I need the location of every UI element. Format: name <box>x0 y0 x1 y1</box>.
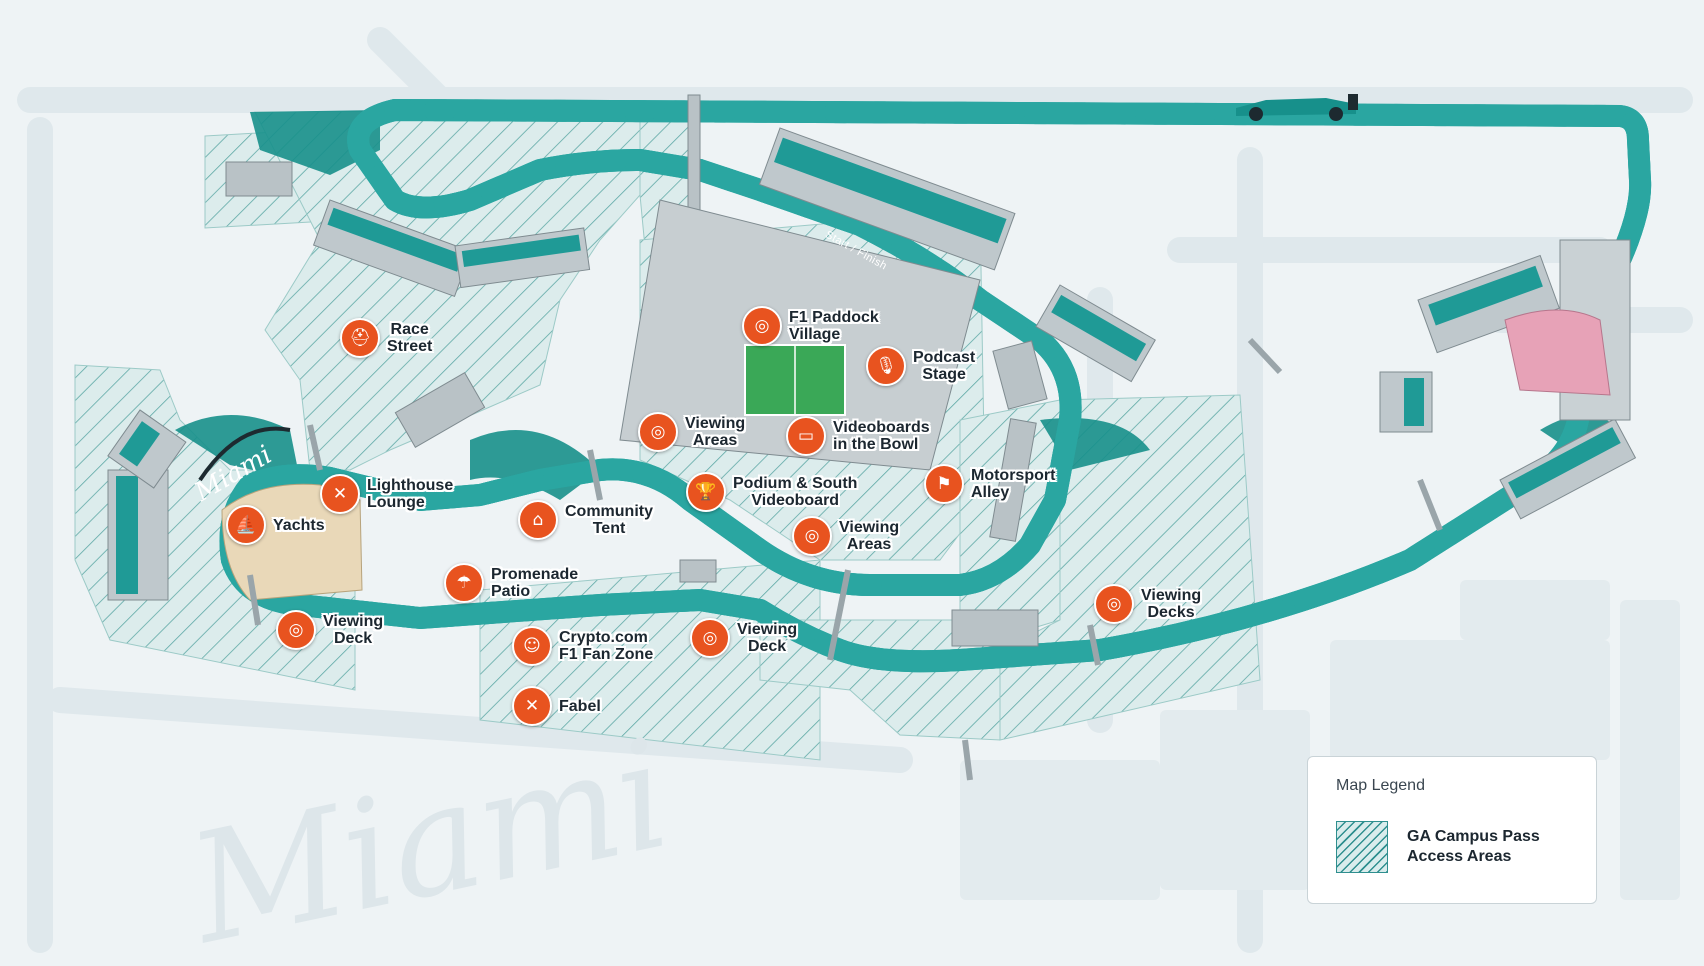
bridges <box>247 337 1443 781</box>
binoculars-icon: ◎ <box>690 618 730 658</box>
binoculars-icon: ◎ <box>638 412 678 452</box>
binoculars-icon: ◎ <box>276 610 316 650</box>
grandstand-turn1 <box>1035 284 1156 383</box>
crossed-flags-icon: ⚑ <box>924 464 964 504</box>
grandstand-east <box>1417 254 1560 354</box>
umbrella-icon: ☂ <box>444 563 484 603</box>
poi-viewing-deck-west[interactable]: ◎ Viewing Deck <box>276 610 383 650</box>
poi-fabel[interactable]: ✕ Fabel <box>512 686 601 726</box>
beach-club <box>1504 309 1611 396</box>
poi-f1-paddock-village[interactable]: ◎ F1 Paddock Village <box>742 306 879 346</box>
microphone-icon: 🎙 <box>866 346 906 386</box>
poi-label: Viewing Areas <box>839 519 900 553</box>
poi-label: Lighthouse Lounge <box>367 477 454 511</box>
dining-icon: ✕ <box>320 474 360 514</box>
poi-label: Viewing Areas <box>685 415 746 449</box>
poi-promenade-patio[interactable]: ☂ Promenade Patio <box>444 563 578 603</box>
legend-title: Map Legend <box>1336 777 1425 794</box>
map-legend: Map Legend GA Campus Pass Access Areas <box>1307 756 1597 904</box>
grandstand-marina-b <box>107 409 187 489</box>
poi-label: Motorsport Alley <box>971 467 1056 501</box>
poi-label: Crypto.com F1 Fan Zone <box>559 629 654 663</box>
dining-icon: ✕ <box>512 686 552 726</box>
grandstands <box>107 127 1637 601</box>
poi-label: Videoboards in the Bowl <box>833 419 930 453</box>
background-streets <box>17 27 1693 953</box>
poi-label: Promenade Patio <box>491 566 579 600</box>
poi-label: Community Tent <box>565 503 653 537</box>
helmet-icon: ⛑ <box>340 318 380 358</box>
poi-lighthouse-lounge[interactable]: ✕ Lighthouse Lounge <box>320 474 453 514</box>
poi-viewing-deck-south[interactable]: ◎ Viewing Deck <box>690 618 797 658</box>
tent-icon: ⌂ <box>518 500 558 540</box>
poi-label: Viewing Deck <box>737 621 798 655</box>
yacht-icon: ⛵ <box>226 505 266 545</box>
poi-label: Podcast Stage <box>913 349 976 383</box>
grandstand-marina <box>107 469 169 601</box>
poi-label: Yachts <box>273 516 325 534</box>
poi-label: Race Street <box>387 321 433 355</box>
binoculars-icon: ◎ <box>792 516 832 556</box>
race-car-icon <box>1236 94 1358 121</box>
poi-label: F1 Paddock Village <box>789 309 879 343</box>
legend-item-label: GA Campus Pass Access Areas <box>1407 828 1540 865</box>
grandstand-north <box>312 199 472 298</box>
paddock-bowl <box>744 344 846 416</box>
poi-label: Fabel <box>559 697 601 715</box>
poi-community-tent[interactable]: ⌂ Community Tent <box>518 500 653 540</box>
fan-zone-icon: ☺ <box>512 626 552 666</box>
screen-icon: ▭ <box>786 416 826 456</box>
poi-motorsport-alley[interactable]: ⚑ Motorsport Alley <box>924 464 1055 504</box>
binoculars-icon: ◎ <box>742 306 782 346</box>
poi-viewing-areas-south[interactable]: ◎ Viewing Areas <box>792 516 899 556</box>
poi-videoboards-bowl[interactable]: ▭ Videoboards in the Bowl <box>786 416 930 456</box>
poi-yachts[interactable]: ⛵ Yachts <box>226 505 325 545</box>
miami-watermark: Miami <box>173 708 683 966</box>
grandstand-east-b <box>1379 371 1433 433</box>
grandstand-north-b <box>454 227 591 289</box>
poi-label: Podium & South Videoboard <box>733 475 858 509</box>
poi-podium-south-videoboard[interactable]: 🏆 Podium & South Videoboard <box>686 472 857 512</box>
poi-race-street[interactable]: ⛑ Race Street <box>340 318 432 358</box>
grandstand-hairpin <box>1499 418 1637 520</box>
poi-crypto-f1-fan-zone[interactable]: ☺ Crypto.com F1 Fan Zone <box>512 626 653 666</box>
poi-viewing-areas-bowl[interactable]: ◎ Viewing Areas <box>638 412 745 452</box>
poi-viewing-decks-east[interactable]: ◎ Viewing Decks <box>1094 584 1201 624</box>
background-parking <box>960 580 1680 900</box>
trophy-icon: 🏆 <box>686 472 726 512</box>
legend-swatch-ga-access <box>1336 821 1388 873</box>
poi-podcast-stage[interactable]: 🎙 Podcast Stage <box>866 346 975 386</box>
poi-label: Viewing Deck <box>323 613 384 647</box>
grandstand-main <box>758 127 1016 271</box>
poi-label: Viewing Decks <box>1141 587 1202 621</box>
binoculars-icon: ◎ <box>1094 584 1134 624</box>
